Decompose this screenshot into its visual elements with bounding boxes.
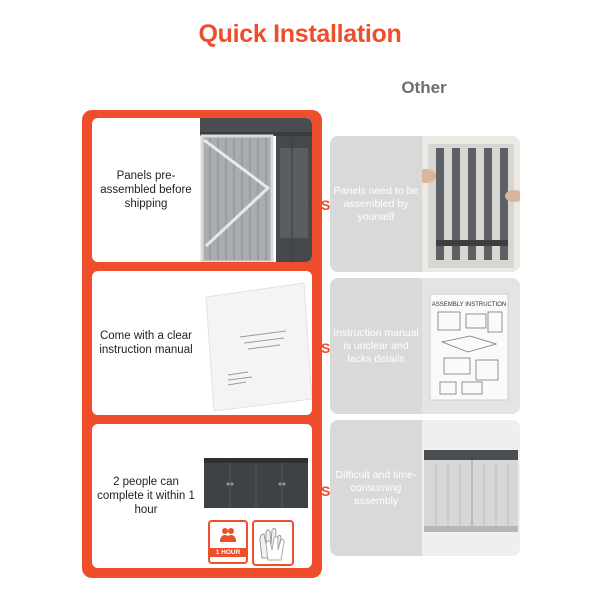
plastic-shed-image [422,420,520,556]
left-panel-prebuilt: Panels pre-assembled before shipping [92,118,312,262]
diy-panel-image [422,136,520,272]
vs-badge-1: VS [311,197,331,213]
vs-badge-3: VS [311,483,331,499]
right-panel-text: Difficult and time-consuming assembly [335,468,417,507]
time-badge: 1 HOUR [208,520,248,564]
manual-heading: ASSEMBLY INSTRUCTION [432,302,506,308]
shed-quick-image: 1 HOUR [200,424,312,568]
left-panel-quick: 2 people can complete it within 1 hour [92,424,312,568]
unclear-manual-image: ASSEMBLY INSTRUCTION [422,278,520,414]
left-panel-manual: Come with a clear instruction manual [92,271,312,415]
people-icon [220,527,236,543]
other-label: Other [401,78,447,97]
gloves-icon [252,520,294,566]
left-panel-text: 2 people can complete it within 1 hour [97,476,195,516]
page-title: Quick Installation [198,20,402,48]
right-panel-text: Panels need to be assembled by yourself [333,184,419,223]
right-panel-diy: Panels need to be assembled by yourself [330,136,520,272]
right-panel-text: Instruction manual is unclear and lacks … [333,326,419,365]
time-badge-label: 1 HOUR [210,548,246,557]
right-panel-difficult: Difficult and time-consuming assembly [330,420,520,556]
left-panel-text: Come with a clear instruction manual [99,330,193,356]
prebuilt-panel-image [200,118,312,262]
left-panel-text: Panels pre-assembled before shipping [100,170,192,210]
right-panel-unclear-manual: Instruction manual is unclear and lacks … [330,278,520,414]
clear-manual-image [200,271,312,415]
vs-badge-2: VS [311,340,331,356]
